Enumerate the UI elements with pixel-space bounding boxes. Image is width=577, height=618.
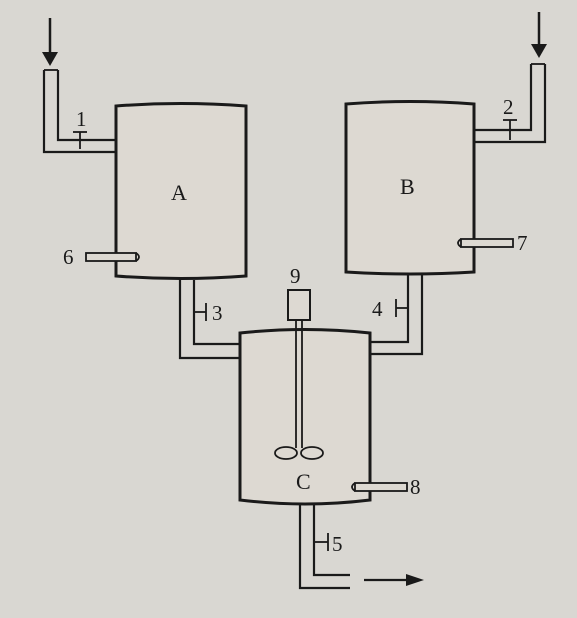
valve-2-label: 2 xyxy=(503,95,514,119)
tank-c xyxy=(238,328,372,506)
tank-a-label: A xyxy=(171,180,187,205)
valve-5-label: 5 xyxy=(332,532,343,556)
agitator-shaft xyxy=(295,320,303,448)
motor-9-label: 9 xyxy=(290,264,301,288)
sensor-6: 6 xyxy=(63,245,140,269)
agitator-impeller xyxy=(274,446,324,460)
inlet-a-arrow-icon xyxy=(42,18,58,66)
sensor-7: 7 xyxy=(457,231,528,255)
outlet-arrow-icon xyxy=(364,574,424,586)
inlet-b-arrow-icon xyxy=(531,12,547,58)
sensor-8: 8 xyxy=(351,475,421,499)
valve-1: 1 xyxy=(73,107,87,149)
tank-b xyxy=(344,100,476,276)
valve-5: 5 xyxy=(314,532,343,556)
valve-4: 4 xyxy=(372,297,408,321)
motor-9: 9 xyxy=(287,264,311,321)
tank-a xyxy=(114,102,248,280)
valve-2: 2 xyxy=(503,95,517,140)
sensor-7-label: 7 xyxy=(517,231,528,255)
sensor-8-label: 8 xyxy=(410,475,421,499)
valve-4-label: 4 xyxy=(372,297,383,321)
valve-3-label: 3 xyxy=(212,301,223,325)
outlet-pipe xyxy=(298,504,350,590)
sensor-6-label: 6 xyxy=(63,245,74,269)
tank-c-label: C xyxy=(296,469,311,494)
tank-b-label: B xyxy=(400,174,415,199)
feed-pipe-a xyxy=(42,69,116,154)
feed-pipe-b xyxy=(473,63,547,144)
valve-1-label: 1 xyxy=(76,107,87,131)
pipe-b-to-c xyxy=(370,273,424,356)
valve-3: 3 xyxy=(194,301,223,325)
pipe-a-to-c xyxy=(178,279,240,360)
